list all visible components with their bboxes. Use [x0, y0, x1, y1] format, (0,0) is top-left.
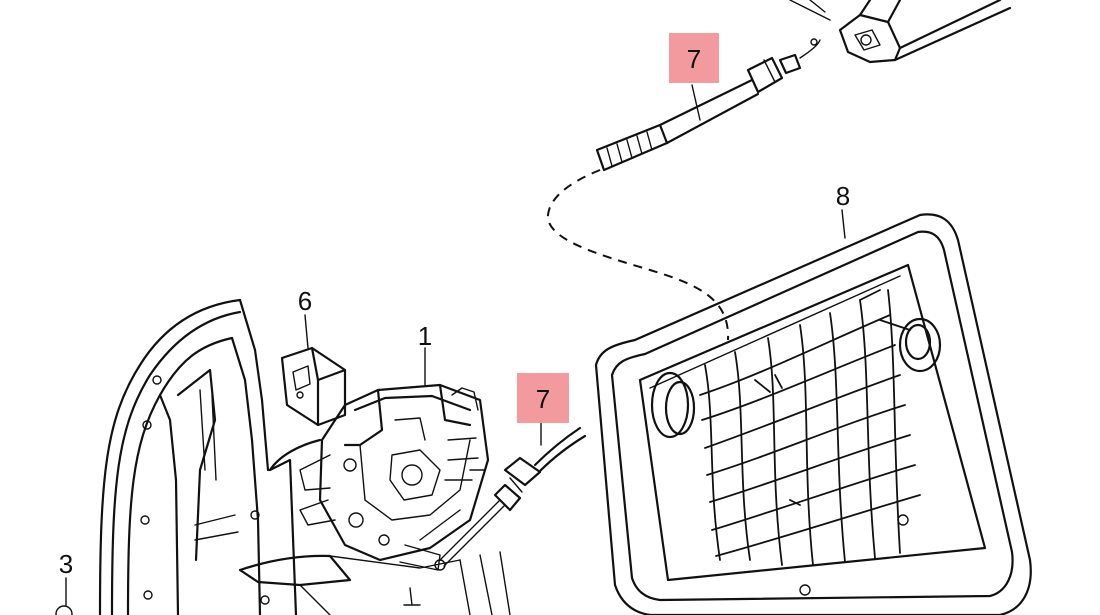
callout-label: 6: [298, 286, 312, 316]
cable-upper-part-7: [546, 38, 821, 341]
door-panel-part-8: [594, 213, 1032, 615]
leader-lines: [55, 84, 846, 615]
callout-highlight: [517, 373, 569, 423]
storage-net: [699, 289, 921, 566]
callout-1: 1: [418, 321, 432, 351]
door-lock-part-1: [299, 383, 490, 606]
callout-label: 7: [687, 44, 701, 74]
cable-lower-part-7: [439, 426, 587, 567]
door-frame: [98, 298, 511, 615]
callout-6: 6: [298, 286, 312, 316]
callout-label: 7: [536, 384, 550, 414]
handle-bracket: [789, 0, 1012, 64]
callout-8: 8: [836, 181, 850, 211]
lock-bracket-part-6: [280, 346, 347, 427]
callout-7-upper: 7: [669, 33, 719, 83]
callout-label: 3: [59, 549, 73, 579]
callout-3: 3: [59, 549, 73, 579]
callout-highlight: [669, 33, 719, 83]
callout-7-lower: 7: [517, 373, 569, 423]
callout-label: 8: [836, 181, 850, 211]
callout-label: 1: [418, 321, 432, 351]
